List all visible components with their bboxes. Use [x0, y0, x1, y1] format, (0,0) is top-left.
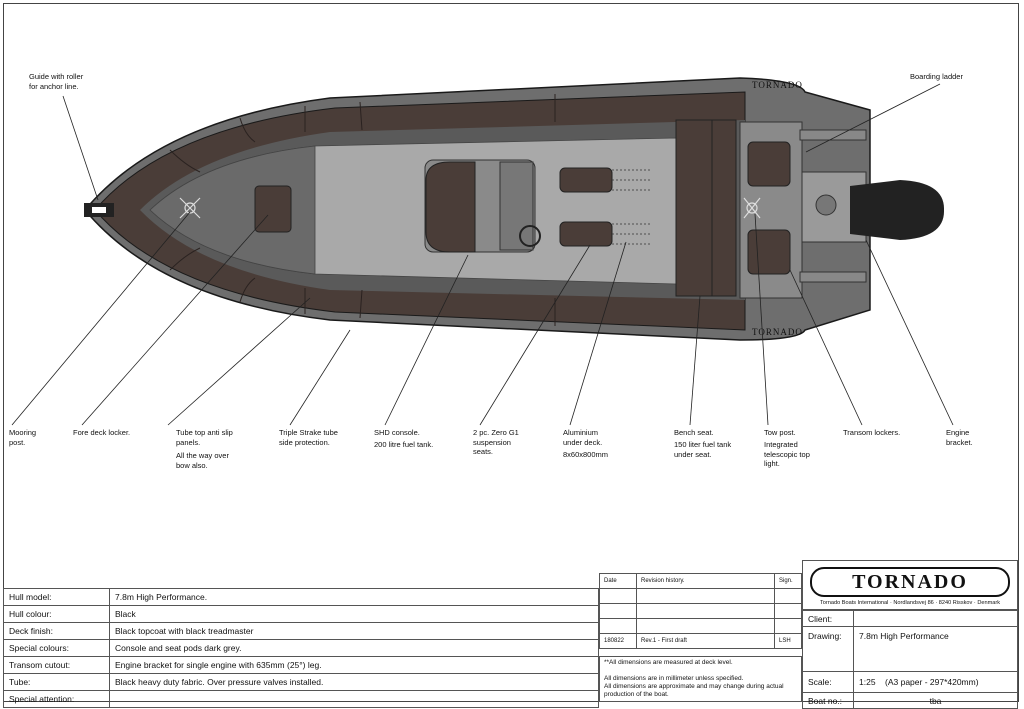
callout-tow-post: Tow post. [764, 428, 796, 437]
spec-label: Special attention: [3, 690, 110, 708]
mooring-post-fore [179, 197, 201, 219]
note-approximate: All dimensions are approximate and may c… [604, 683, 784, 698]
client-value [853, 610, 1018, 627]
drawing-label: Drawing: [802, 626, 854, 672]
drawing-value: 7.8m High Performance [853, 626, 1018, 672]
revision-row [599, 588, 802, 604]
callout-aluminium: Aluminium under deck. [563, 428, 603, 447]
revision-header: Sign. [774, 573, 802, 589]
fore-deck-locker [254, 185, 292, 233]
revision-row [599, 603, 802, 619]
callout-guide-roller: Guide with roller for anchor line. [29, 72, 84, 91]
boarding-ladder [799, 129, 867, 141]
tow-post [743, 197, 761, 219]
outboard-engine [850, 180, 945, 240]
title-block-table: Client: Drawing:7.8m High Performance Sc… [802, 610, 1018, 709]
transom-locker-1 [747, 141, 791, 187]
revision-cell [599, 588, 637, 604]
spec-row: Special colours:Console and seat pods da… [3, 639, 599, 657]
callout-aluminium-size: 8x60x800mm [563, 450, 609, 459]
spec-value: 7.8m High Performance. [109, 588, 599, 606]
steering-wheel [519, 225, 541, 247]
paper-size: (A3 paper - 297*420mm) [885, 677, 979, 687]
revision-cell: Rev.1 - First draft [636, 633, 775, 649]
spec-row: Deck finish:Black topcoat with black tre… [3, 622, 599, 640]
boat-no-label: Boat no.: [802, 692, 854, 709]
spec-row: Hull colour:Black [3, 605, 599, 623]
spec-label: Deck finish: [3, 622, 110, 640]
revision-row [599, 618, 802, 634]
revision-cell: 180822 [599, 633, 637, 649]
callout-engine-bracket: Engine bracket. [946, 428, 973, 447]
tube-logo-bottom: TORNADO [752, 327, 803, 337]
revision-cell [599, 618, 637, 634]
transom-locker-2 [747, 229, 791, 275]
notes-box [599, 656, 802, 702]
spec-label: Hull colour: [3, 605, 110, 623]
revision-cell [636, 588, 775, 604]
callout-console: SHD console. [374, 428, 420, 437]
note-deck-level: **All dimensions are measured at deck le… [604, 659, 733, 666]
callout-mooring-post: Mooring post. [9, 428, 37, 447]
revision-cell [636, 603, 775, 619]
tube-logo-top: TORNADO [752, 80, 803, 90]
spec-label: Transom cutout: [3, 656, 110, 674]
revision-cell [774, 618, 802, 634]
spec-label: Special colours: [3, 639, 110, 657]
callout-tow-light: Integrated telescopic top light. [764, 440, 810, 468]
boat-no-value: tba [853, 692, 1018, 709]
tornado-logo: TORNADO [810, 567, 1010, 597]
revision-cell [599, 603, 637, 619]
scale-value: 1:25 [859, 677, 876, 687]
callout-tube-top-note: All the way over bow also. [176, 451, 229, 470]
callout-seats: 2 pc. Zero G1 suspension seats. [473, 428, 519, 456]
spec-value: Engine bracket for single engine with 63… [109, 656, 599, 674]
revision-cell [774, 588, 802, 604]
spec-row: Tube:Black heavy duty fabric. Over press… [3, 673, 599, 691]
callout-strake: Triple Strake tube side protection. [279, 428, 338, 447]
spec-row: Hull model:7.8m High Performance. [3, 588, 599, 606]
spec-row: Special attention: [3, 690, 599, 708]
spec-table: Hull model:7.8m High Performance.Hull co… [3, 588, 599, 708]
callout-boarding-ladder: Boarding ladder [910, 72, 963, 81]
spec-value [109, 690, 599, 708]
spec-row: Transom cutout:Engine bracket for single… [3, 656, 599, 674]
spec-label: Tube: [3, 673, 110, 691]
callout-tube-top: Tube top anti slip panels. [176, 428, 233, 447]
spec-label: Hull model: [3, 588, 110, 606]
company-address: Tornado Boats International · Nordlandsv… [819, 600, 1001, 606]
suspension-seat-2 [559, 221, 613, 247]
spec-value: Black heavy duty fabric. Over pressure v… [109, 673, 599, 691]
callout-bench-tank: 150 liter fuel tank under seat. [674, 440, 732, 459]
callout-bench-seat: Bench seat. [674, 428, 714, 437]
note-millimeter: All dimensions are in millimeter unless … [604, 675, 744, 682]
leader-lines [11, 83, 954, 426]
logo-box: TORNADO Tornado Boats International · No… [802, 560, 1018, 610]
revision-header: Date [599, 573, 637, 589]
callout-transom-lockers: Transom lockers. [843, 428, 901, 437]
callout-console-tank: 200 litre fuel tank. [374, 440, 434, 449]
fore-deck [149, 145, 316, 275]
revision-header: Revision history. [636, 573, 775, 589]
spec-value: Console and seat pods dark grey. [109, 639, 599, 657]
revision-cell [636, 618, 775, 634]
suspension-seat-1 [559, 167, 613, 193]
bench-seat [675, 119, 737, 297]
revision-cell: LSH [774, 633, 802, 649]
callout-fore-deck-locker: Fore deck locker. [73, 428, 131, 437]
revision-cell [774, 603, 802, 619]
spec-value: Black topcoat with black treadmaster [109, 622, 599, 640]
spec-value: Black [109, 605, 599, 623]
client-label: Client: [802, 610, 854, 627]
scale-label: Scale: [802, 671, 854, 693]
